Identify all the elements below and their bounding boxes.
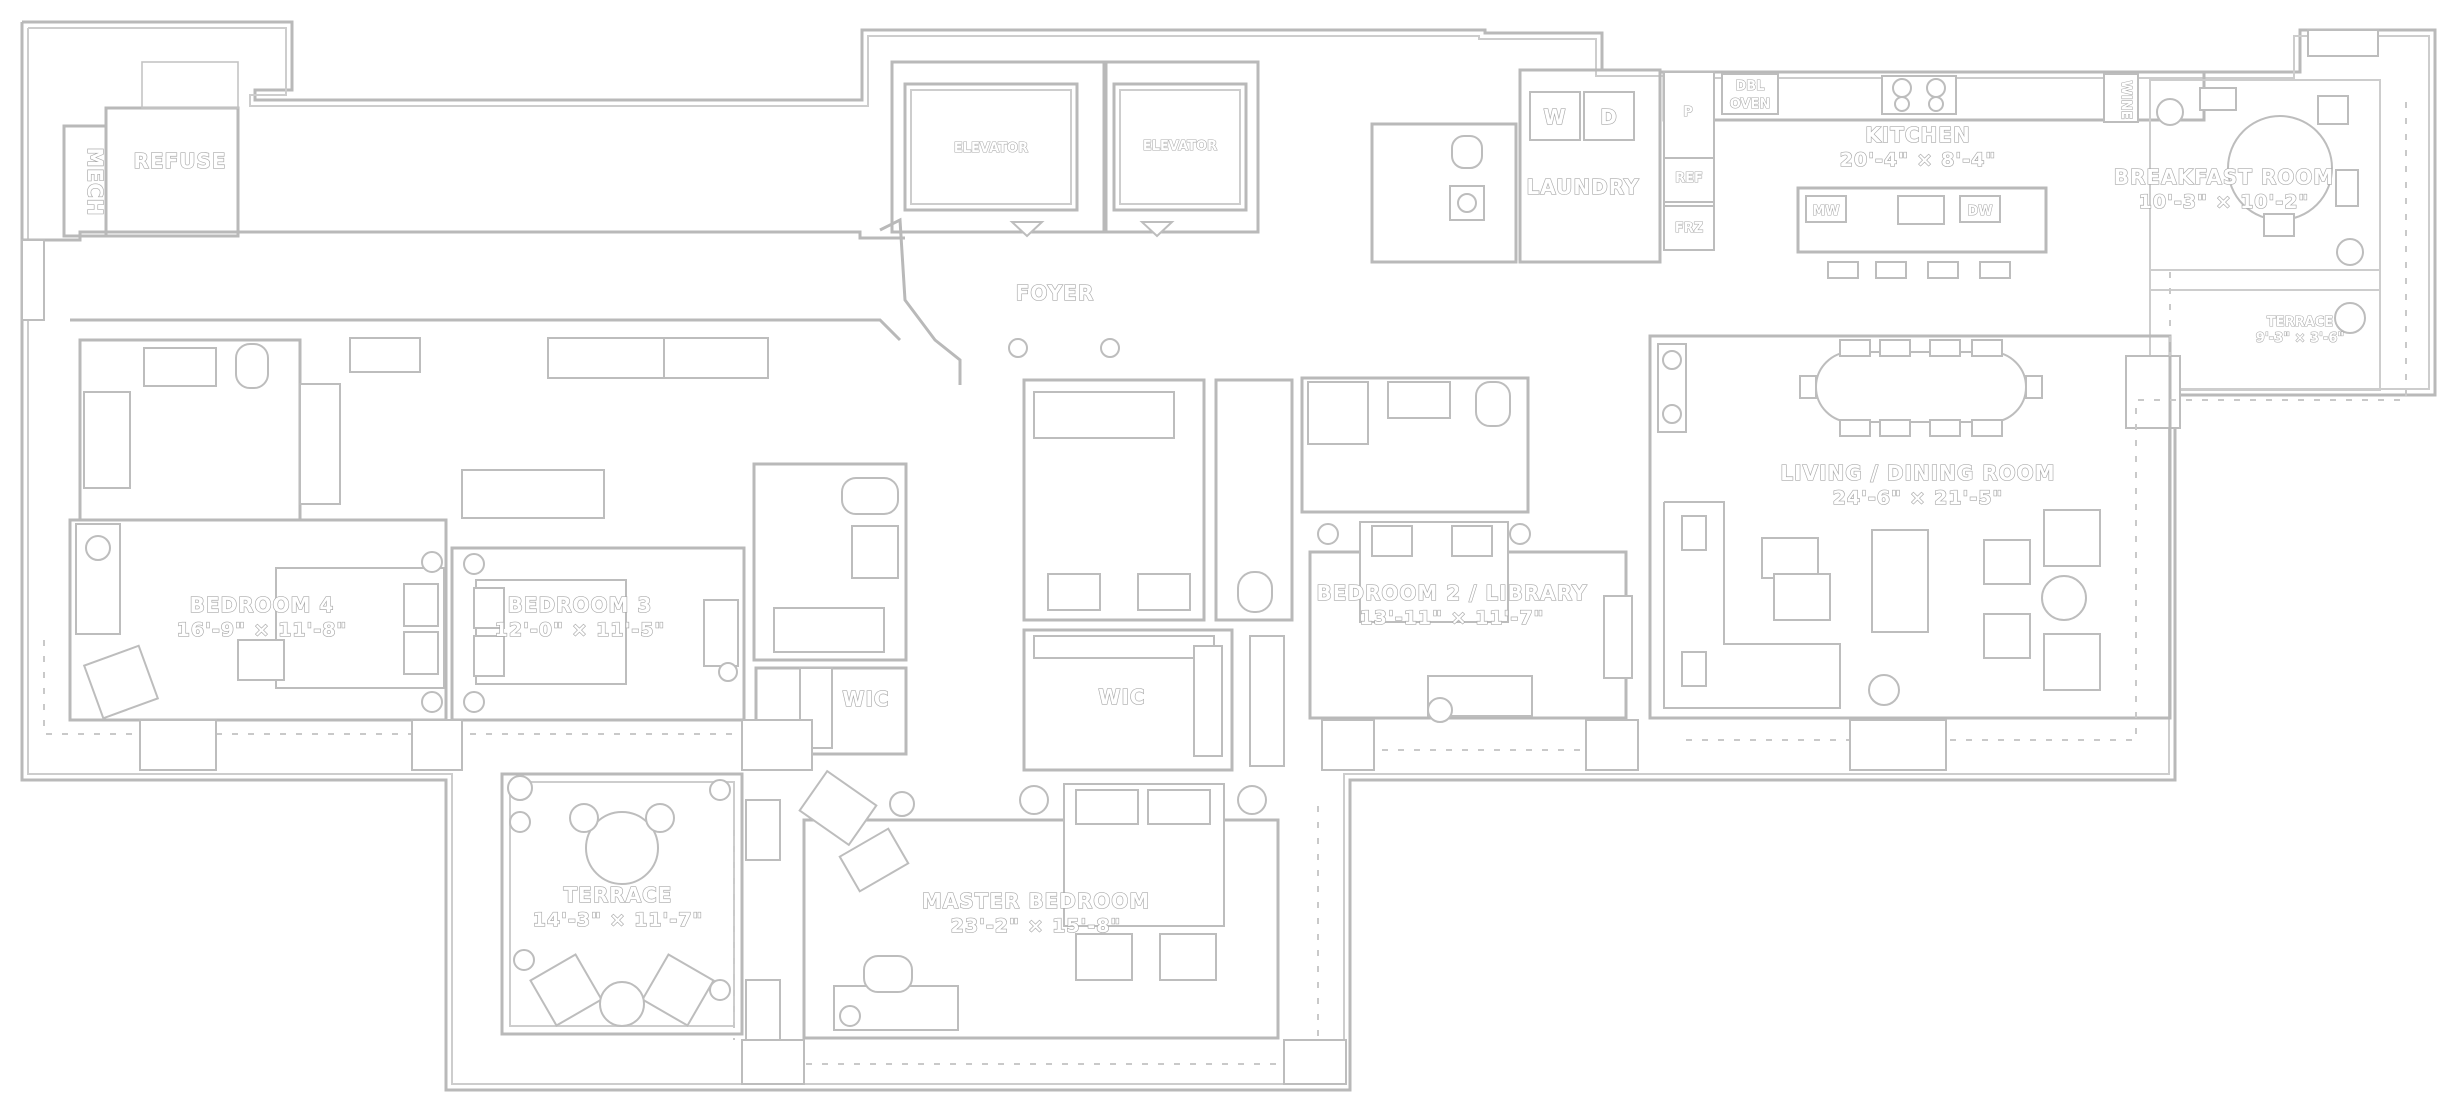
elevator-block: ELEVATOR ELEVATOR FOYER	[890, 60, 1260, 358]
dbl-oven-label-1: DBL	[1736, 79, 1765, 94]
ref-label: REF	[1675, 171, 1703, 186]
bedroom4-dims: 16'-9" × 11'-8"	[177, 619, 348, 641]
breakfast-room: BREAKFAST ROOM 10'-3" × 10'-2" TERRACE 9…	[2113, 29, 2381, 429]
bedroom4-label: BEDROOM 4	[190, 593, 335, 617]
mw-label: MW	[1812, 204, 1839, 219]
living-dining-dims: 24'-6" × 21'-5"	[1833, 487, 2004, 509]
kitchen-label: KITCHEN	[1865, 123, 1970, 147]
dbl-oven-label-2: OVEN	[1730, 97, 1771, 112]
bedroom-4: BEDROOM 4 16'-9" × 11'-8"	[68, 338, 448, 722]
washer-label: W	[1543, 105, 1566, 129]
wic-center-label: WIC	[1098, 685, 1145, 709]
wic-left: WIC	[752, 462, 908, 756]
master-bedroom-dims: 23'-2" × 15'-8"	[951, 915, 1122, 937]
terrace-small-label: TERRACE	[2267, 315, 2333, 330]
bedroom2-label: BEDROOM 2 / LIBRARY	[1316, 581, 1587, 605]
master-bedroom-label: MASTER BEDROOM	[922, 889, 1150, 913]
refuse-area: REFUSE MECH	[21, 61, 240, 321]
bedroom2-dims: 13'-11" × 11'-7"	[1360, 607, 1545, 629]
wic-left-label: WIC	[842, 687, 889, 711]
laundry-room: W D LAUNDRY	[1370, 68, 1662, 264]
foyer-label: FOYER	[1016, 281, 1095, 305]
terrace-small-dims: 9'-3" × 3'-6"	[2256, 331, 2344, 346]
terrace-large-label: TERRACE	[564, 883, 673, 907]
window-lines	[43, 94, 2407, 1065]
bedroom3-dims: 12'-0" × 11'-5"	[495, 619, 666, 641]
refuse-label: REFUSE	[133, 149, 226, 173]
terrace-large: TERRACE 14'-3" × 11'-7"	[500, 772, 744, 1036]
dryer-label: D	[1600, 105, 1618, 129]
kitchen-dims: 20'-4" × 8'-4"	[1840, 149, 1996, 171]
master-bath: WIC	[1019, 378, 1294, 815]
mech-label: MECH	[83, 148, 107, 217]
terrace-large-dims: 14'-3" × 11'-7"	[533, 909, 704, 931]
elevator-left-label: ELEVATOR	[954, 141, 1028, 156]
pantry-label: P	[1683, 105, 1693, 120]
elevator-right-label: ELEVATOR	[1143, 139, 1217, 154]
dw-label: DW	[1967, 204, 1992, 219]
breakfast-room-dims: 10'-3" × 10'-2"	[2139, 191, 2310, 213]
breakfast-room-label: BREAKFAST ROOM	[2114, 165, 2334, 189]
bedroom-2-library: BEDROOM 2 / LIBRARY 13'-11" × 11'-7"	[1300, 376, 1633, 723]
frz-label: FRZ	[1675, 221, 1703, 236]
laundry-label: LAUNDRY	[1527, 175, 1640, 199]
wine-label: WINE	[2118, 81, 2133, 120]
master-bedroom: MASTER BEDROOM 23'-2" × 15'-8"	[798, 769, 1280, 1040]
bedroom3-label: BEDROOM 3	[508, 593, 653, 617]
living-dining-label: LIVING / DINING ROOM	[1780, 461, 2055, 485]
living-dining-room: LIVING / DINING ROOM 24'-6" × 21'-5"	[1648, 334, 2172, 720]
bedroom-3: BEDROOM 3 12'-0" × 11'-5"	[349, 337, 769, 722]
wall-columns	[139, 719, 1947, 1085]
